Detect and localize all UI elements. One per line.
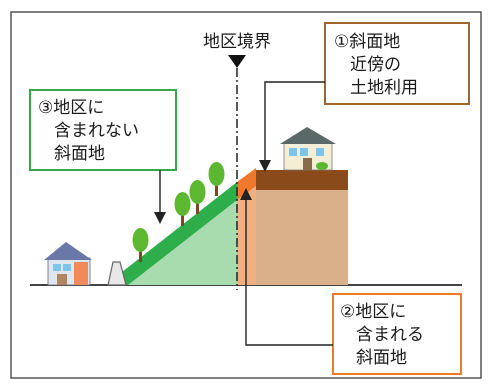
- callout-3-line-2: 含まれない: [54, 121, 139, 141]
- callout-1-box: [324, 22, 470, 105]
- house-icon: [44, 242, 92, 286]
- callout-1-line-1: ①斜面地: [334, 32, 400, 52]
- callout-1-line-3: 土地利用: [350, 78, 418, 98]
- callout-3-arrowhead: [154, 212, 166, 224]
- tree-icon: [189, 180, 206, 214]
- boundary-label: 地区境界: [203, 32, 271, 52]
- slope-outside-band: [116, 182, 237, 285]
- house-icon: [280, 127, 336, 171]
- callout-2-arrowhead: [240, 188, 252, 200]
- callout-1-arrowhead: [259, 160, 271, 172]
- retaining-wall-icon: [107, 261, 127, 286]
- callout-2-line-1: ②地区に: [340, 302, 406, 322]
- down-triangle-marker-icon: [228, 55, 246, 68]
- callout-3-box: [29, 89, 177, 171]
- outer-frame: [10, 11, 482, 379]
- callout-2-leader: [245, 196, 333, 346]
- callout-3-line-1: ③地区に: [38, 98, 104, 118]
- upland-top-soil: [256, 170, 348, 190]
- tree-icon: [132, 228, 149, 262]
- callout-1-line-2: 近傍の: [350, 55, 401, 75]
- tree-icon: [174, 192, 191, 226]
- tree-icon: [208, 162, 225, 196]
- slope-inside-band: [237, 168, 256, 200]
- callout-3-line-3: 斜面地: [54, 144, 105, 164]
- upland-block: [256, 178, 348, 285]
- callout-2-line-2: 含まれる: [356, 325, 424, 345]
- callout-2-line-3: 斜面地: [356, 348, 407, 368]
- callout-1-leader: [264, 81, 325, 165]
- callout-2-box: [332, 293, 462, 375]
